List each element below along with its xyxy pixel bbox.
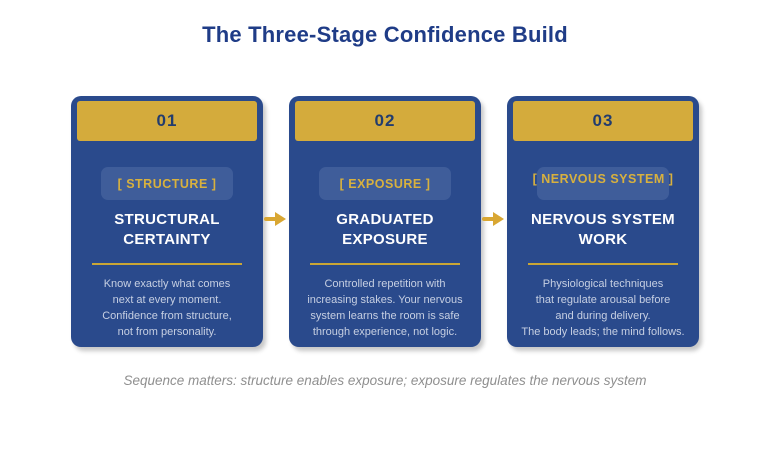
stage-tag-pill: [ EXPOSURE ] (319, 167, 451, 200)
flow-arrow-1 (263, 210, 289, 233)
stage-tag-pill: [ NERVOUS SYSTEM ] (533, 167, 673, 200)
flow-arrow-2 (481, 210, 507, 233)
stage-number-bar: 02 (295, 101, 475, 141)
stage-card-exposure: 02 [ EXPOSURE ] GRADUATED EXPOSURE Contr… (289, 96, 481, 347)
gold-divider (310, 263, 460, 265)
stage-tag-label: [ STRUCTURE ] (117, 176, 217, 191)
stage-description: Know exactly what comes next at every mo… (102, 278, 232, 338)
stage-card-structure: 01 [ STRUCTURE ] STRUCTURAL CERTAINTY Kn… (71, 96, 263, 347)
sequence-caption: Sequence matters: structure enables expo… (123, 373, 647, 388)
page-title: The Three-Stage Confidence Build (202, 22, 568, 47)
stage-number-bar: 03 (513, 101, 693, 141)
stage-description: Controlled repetition with increasing st… (307, 278, 463, 338)
stage-heading: STRUCTURAL CERTAINTY (114, 211, 220, 248)
stage-number: 02 (374, 111, 396, 130)
stage-description: Physiological techniques that regulate a… (521, 278, 685, 338)
stage-tag-label: [ NERVOUS SYSTEM ] (532, 172, 674, 186)
gold-divider (92, 263, 242, 265)
stages-row: 01 [ STRUCTURE ] STRUCTURAL CERTAINTY Kn… (0, 96, 770, 347)
stage-tag-label: [ EXPOSURE ] (339, 176, 431, 191)
arrow-right-icon (482, 210, 506, 233)
gold-divider (528, 263, 678, 265)
stage-heading: NERVOUS SYSTEM WORK (531, 211, 675, 248)
arrow-right-icon (264, 210, 288, 233)
stage-number: 03 (592, 111, 614, 130)
stage-number-bar: 01 (77, 101, 257, 141)
stage-card-nervous-system: 03 [ NERVOUS SYSTEM ] NERVOUS SYSTEM WOR… (507, 96, 699, 347)
stage-number: 01 (156, 111, 178, 130)
stage-tag-pill: [ STRUCTURE ] (101, 167, 233, 200)
stage-heading: GRADUATED EXPOSURE (336, 211, 434, 248)
